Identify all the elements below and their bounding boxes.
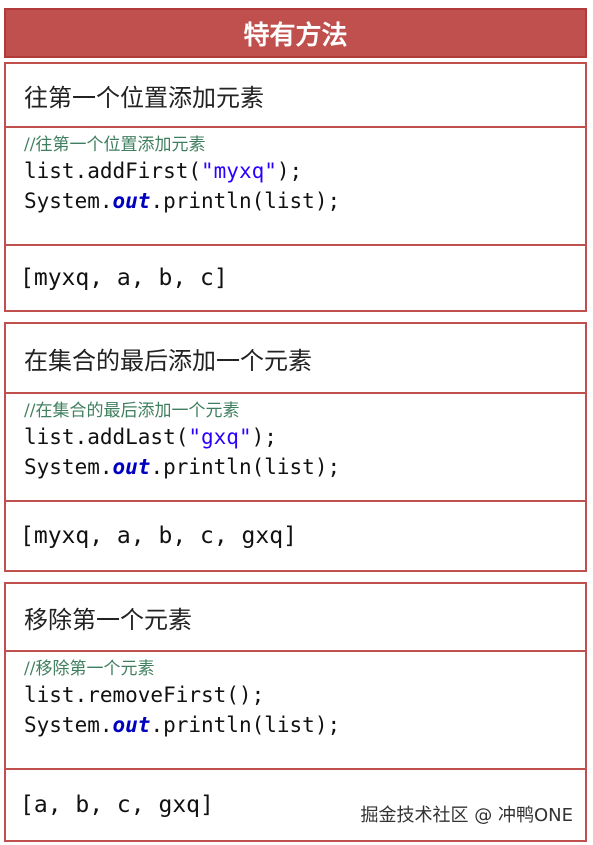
code-text: list.removeFirst(); xyxy=(24,683,265,707)
code-string-literal: "myxq" xyxy=(201,159,277,183)
output-box: [a, b, c, gxq] xyxy=(4,768,587,842)
code-text: ); xyxy=(251,425,277,449)
code-comment: //在集合的最后添加一个元素 xyxy=(24,401,240,421)
code-comment: //往第一个位置添加元素 xyxy=(24,135,206,155)
code-comment: //移除第一个元素 xyxy=(24,659,155,679)
code-line: System.out.println(list); xyxy=(24,186,585,216)
code-string-literal: "gxq" xyxy=(188,425,252,449)
output-text: [myxq, a, b, c] xyxy=(20,265,228,291)
output-box: [myxq, a, b, c] xyxy=(4,244,587,312)
code-text: .println(list); xyxy=(150,455,341,479)
code-text: .println(list); xyxy=(150,189,341,213)
code-field-out: out xyxy=(112,713,151,737)
section-title-box: 在集合的最后添加一个元素 xyxy=(4,322,587,394)
code-text: System. xyxy=(24,713,113,737)
section-title: 移除第一个元素 xyxy=(24,605,192,634)
page-title: 特有方法 xyxy=(243,20,348,51)
code-line: System.out.println(list); xyxy=(24,452,585,482)
code-line: System.out.println(list); xyxy=(24,710,585,740)
watermark: 掘金技术社区 @ 冲鸭ONE xyxy=(360,805,573,826)
code-field-out: out xyxy=(112,455,151,479)
code-text: System. xyxy=(24,455,113,479)
code-block: //在集合的最后添加一个元素 list.addLast("gxq"); Syst… xyxy=(4,392,587,502)
code-line: list.addFirst("myxq"); xyxy=(24,156,585,186)
section-title: 往第一个位置添加元素 xyxy=(24,83,264,112)
code-block: //移除第一个元素 list.removeFirst(); System.out… xyxy=(4,650,587,770)
code-line: list.addLast("gxq"); xyxy=(24,422,585,452)
code-text: list.addFirst( xyxy=(24,159,202,183)
code-field-out: out xyxy=(112,189,151,213)
output-text: [a, b, c, gxq] xyxy=(20,792,214,818)
code-text: .println(list); xyxy=(150,713,341,737)
code-text: list.addLast( xyxy=(24,425,189,449)
section-title: 在集合的最后添加一个元素 xyxy=(24,346,312,375)
code-line: list.removeFirst(); xyxy=(24,680,585,710)
output-box: [myxq, a, b, c, gxq] xyxy=(4,500,587,572)
code-block: //往第一个位置添加元素 list.addFirst("myxq"); Syst… xyxy=(4,126,587,246)
section-title-box: 往第一个位置添加元素 xyxy=(4,62,587,128)
section-title-box: 移除第一个元素 xyxy=(4,582,587,652)
code-text: System. xyxy=(24,189,113,213)
output-text: [myxq, a, b, c, gxq] xyxy=(20,523,297,549)
page-title-banner: 特有方法 xyxy=(4,8,587,58)
code-text: ); xyxy=(276,159,303,183)
